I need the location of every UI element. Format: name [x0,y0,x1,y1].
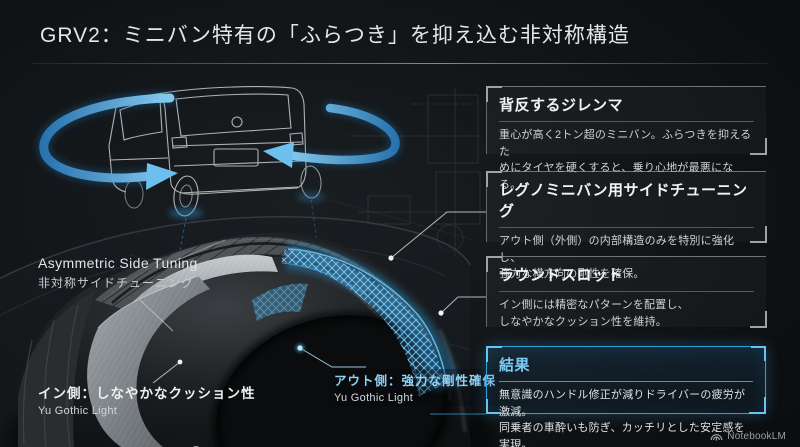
panel-divider [499,227,754,228]
label-outer-side: アウト側：強力な剛性確保 Yu Gothic Light [334,369,501,406]
panel-side-tuning: レグノミニバン用サイドチューニング アウト側（外側）の内部構造のみを特別に強化し… [486,171,767,280]
panel-title: ラウンドスロット [499,267,624,284]
title-divider [32,63,768,64]
label-inner-title: イン側：しなやかなクッション性 [38,386,256,401]
label-asymmetric-side-tuning: Asymmetric Side Tuning 非対称サイドチューニング [38,255,198,291]
leader-dots [177,255,444,365]
panel-title: 結果 [499,357,531,374]
panel-divider [499,381,753,382]
panel-divider [499,121,754,122]
label-asymmetric-ja: 非対称サイドチューニング [38,276,195,290]
label-inner-sub: Yu Gothic Light [38,405,118,417]
panel-result: 結果 無意識のハンドル修正が減りドライバーの疲労が激減。 同乗者の車酔いも防ぎ、… [486,346,766,447]
notebooklm-logo-icon [710,434,723,441]
label-outer-sub: Yu Gothic Light [334,392,414,404]
panel-body: アウト側（外側）の内部構造のみを特別に強化し、 強力な横方向の剛性を確保。 [499,235,735,280]
page-title: GRV2：ミニバン特有の「ふらつき」を抑え込む非対称構造 [40,24,630,47]
panel-round-slot: ラウンドスロット イン側には精密なパターンを配置し、 しなやかなクッション性を維… [486,256,767,328]
panel-title: 背反するジレンマ [499,97,624,114]
panel-body: 無意識のハンドル修正が減りドライバーの疲労が激減。 同乗者の車酔いも防ぎ、カッチ… [499,389,746,447]
panel-body: イン側には精密なパターンを配置し、 しなやかなクッション性を維持。 [499,299,689,328]
tire-illustration [5,232,495,447]
corner-bracket [751,346,766,361]
brand-name: NotebookLM [727,431,786,442]
corner-bracket [486,399,501,414]
panel-dilemma: 背反するジレンマ 重心が高く2トン超のミニバン。ふらつきを抑えるた めにタイヤを… [486,86,767,191]
sway-arrow-left [36,91,178,190]
label-inner-side: イン側：しなやかなクッション性 Yu Gothic Light [38,382,256,417]
label-outer-title: アウト側：強力な剛性確保 [334,374,497,388]
sway-arrow-right [263,101,402,168]
panel-title: レグノミニバン用サイドチューニング [499,182,748,220]
label-asymmetric-en: Asymmetric Side Tuning [38,255,198,271]
brand-footer: NotebookLM [710,431,786,442]
leader-lines [139,211,486,415]
blueprint-backdrop [350,88,481,256]
panel-divider [499,291,754,292]
